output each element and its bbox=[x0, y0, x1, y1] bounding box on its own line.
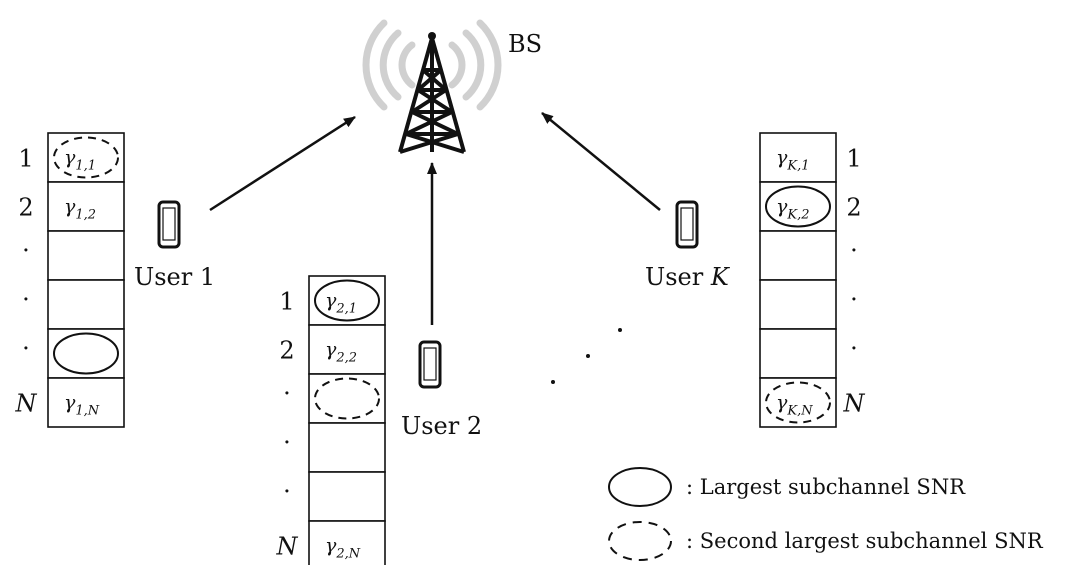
snr-value: γ2,2 bbox=[325, 339, 357, 366]
subchannel-cell bbox=[759, 181, 837, 232]
subchannel-index: 1 bbox=[846, 145, 861, 173]
legend-second-marker bbox=[608, 521, 672, 561]
subchannel-index: · bbox=[283, 429, 291, 457]
second-largest-snr-marker bbox=[314, 377, 380, 420]
user-2-label: User 2 bbox=[401, 412, 482, 440]
second-largest-snr-marker bbox=[53, 136, 119, 179]
subchannel-cell bbox=[759, 230, 837, 281]
legend-largest-label: : Largest subchannel SNR bbox=[686, 475, 966, 499]
bs-label: BS bbox=[508, 30, 542, 58]
user-1-label: User 1 bbox=[134, 263, 215, 291]
base-station-icon bbox=[362, 19, 502, 154]
subchannel-table: γ2,1 1 γ2,2 2 · · · γ2,N N bbox=[276, 275, 386, 565]
largest-snr-marker bbox=[765, 185, 831, 228]
subchannel-table: γK,1 1 γK,2 2 · · · γK,N N bbox=[759, 132, 866, 428]
more-users-ellipsis bbox=[551, 328, 622, 384]
subchannel-cell bbox=[308, 324, 386, 375]
legend-largest-marker bbox=[608, 467, 672, 507]
arrow-user-k-to-bs bbox=[541, 112, 661, 211]
subchannel-cell bbox=[308, 275, 386, 326]
phone-icon bbox=[157, 200, 181, 249]
subchannel-tables: γ1,1 1 γ1,2 2 · · · γ1,N Nγ2,1 1 γ2,2 2 · · · γ2,N NγK,1… bbox=[15, 132, 866, 565]
second-largest-snr-marker bbox=[765, 381, 831, 424]
largest-snr-marker bbox=[53, 332, 119, 375]
subchannel-cell bbox=[47, 328, 125, 379]
subchannel-index: · bbox=[283, 478, 291, 506]
subchannel-index: N bbox=[276, 533, 299, 561]
snr-value: γ1,2 bbox=[64, 196, 96, 223]
subchannel-cell bbox=[308, 520, 386, 565]
subchannel-cell bbox=[759, 279, 837, 330]
legend: : Largest subchannel SNR : Second larges… bbox=[608, 467, 1044, 561]
subchannel-cell bbox=[47, 132, 125, 183]
largest-snr-marker bbox=[314, 279, 380, 322]
subchannel-cell bbox=[308, 422, 386, 473]
snr-value: γK,2 bbox=[776, 196, 809, 223]
snr-value: γ2,N bbox=[325, 535, 361, 562]
subchannel-cell bbox=[47, 377, 125, 428]
arrow-user-1-to-bs bbox=[209, 115, 356, 212]
subchannel-index: · bbox=[850, 335, 858, 363]
subchannel-cell bbox=[308, 373, 386, 424]
snr-value: γ2,1 bbox=[325, 290, 357, 317]
phone-icon bbox=[675, 200, 699, 249]
subchannel-cell bbox=[47, 181, 125, 232]
subchannel-index: 1 bbox=[279, 288, 294, 316]
subchannel-cell bbox=[47, 230, 125, 281]
snr-value: γK,N bbox=[776, 392, 813, 419]
subchannel-index: 2 bbox=[18, 194, 33, 222]
subchannel-table: γ1,1 1 γ1,2 2 · · · γ1,N N bbox=[15, 132, 125, 428]
subchannel-index: · bbox=[22, 335, 30, 363]
subchannel-index: · bbox=[22, 286, 30, 314]
subchannel-index: · bbox=[850, 237, 858, 265]
snr-value: γ1,1 bbox=[64, 147, 96, 174]
legend-second-label: : Second largest subchannel SNR bbox=[686, 529, 1044, 553]
subchannel-index: 2 bbox=[846, 194, 861, 222]
subchannel-cell bbox=[759, 328, 837, 379]
phone-icon bbox=[418, 340, 442, 389]
snr-value: γK,1 bbox=[776, 147, 809, 174]
subchannel-cell bbox=[759, 377, 837, 428]
subchannel-cell bbox=[308, 471, 386, 522]
subchannel-index: · bbox=[850, 286, 858, 314]
subchannel-cell bbox=[759, 132, 837, 183]
subchannel-index: · bbox=[283, 380, 291, 408]
subchannel-index: 1 bbox=[18, 145, 33, 173]
subchannel-cell bbox=[47, 279, 125, 330]
snr-value: γ1,N bbox=[64, 392, 100, 419]
subchannel-index: · bbox=[22, 237, 30, 265]
user-k-label: User K bbox=[645, 263, 731, 291]
subchannel-index: N bbox=[843, 390, 866, 418]
subchannel-index: 2 bbox=[279, 337, 294, 365]
subchannel-index: N bbox=[15, 390, 38, 418]
